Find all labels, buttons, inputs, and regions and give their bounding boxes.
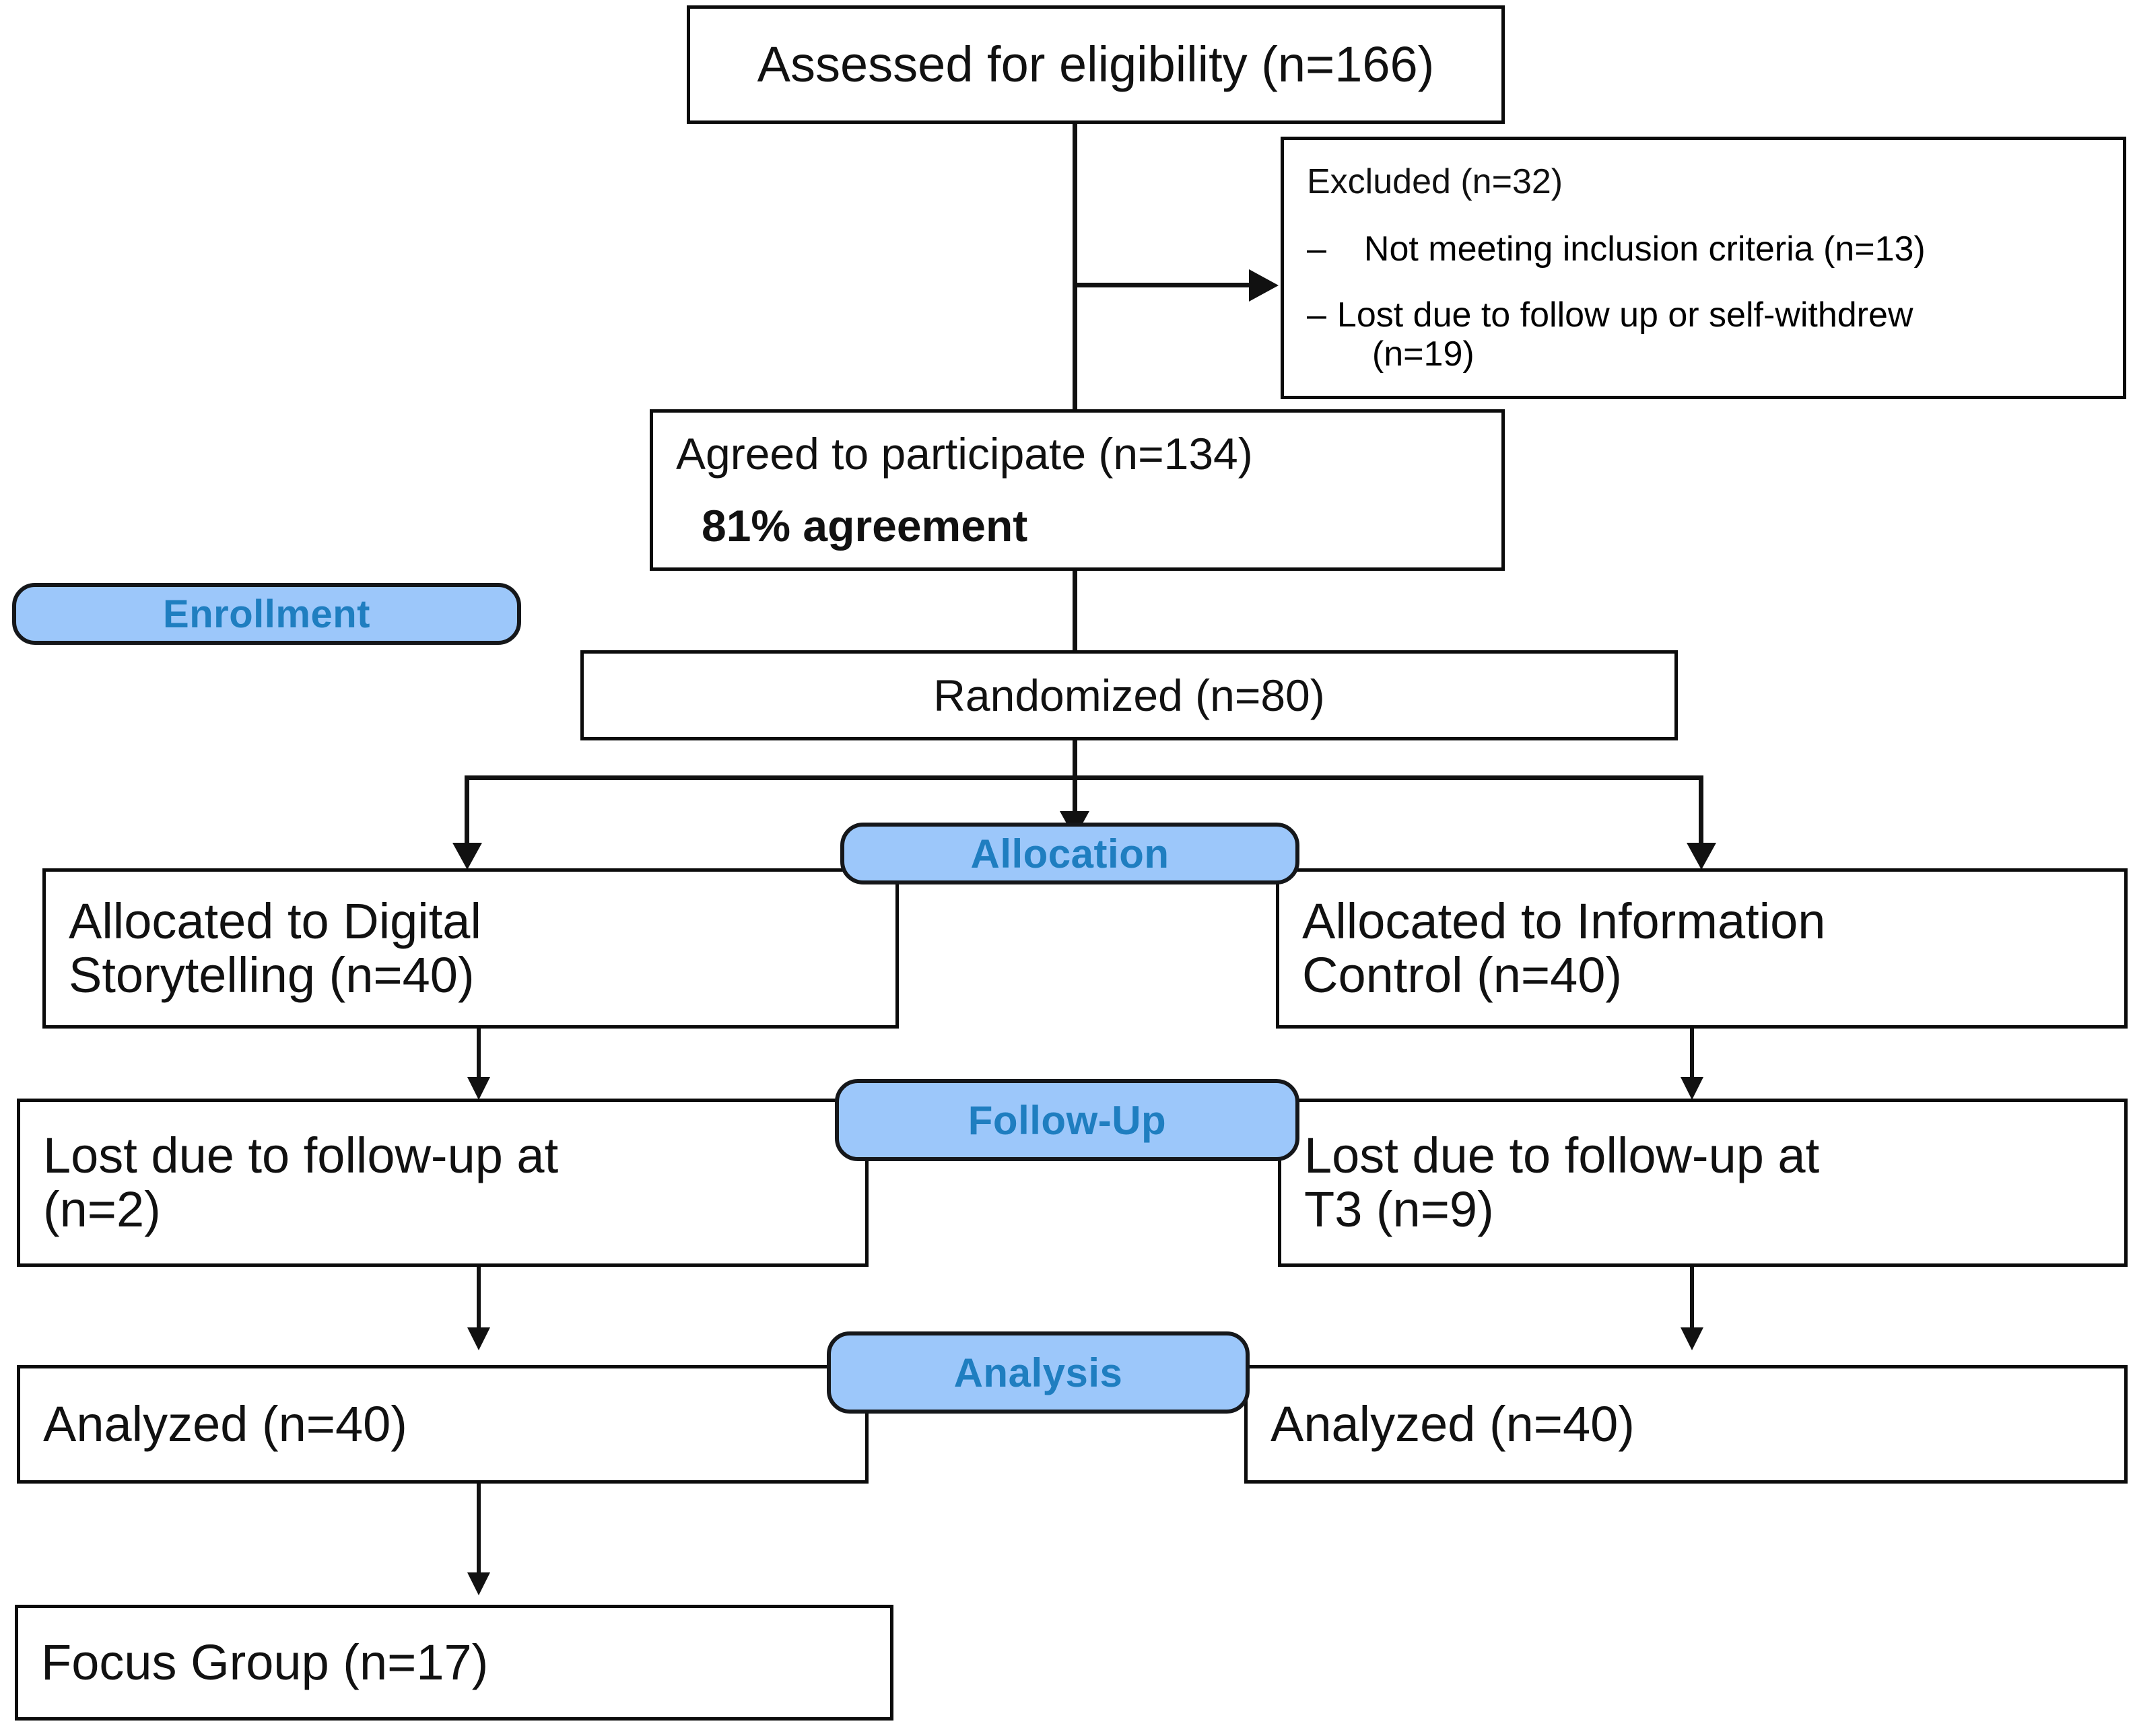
stage-badge-analysis-label: Analysis: [953, 1350, 1123, 1395]
box-lost-followup-right: Lost due to follow-up at T3 (n=9): [1278, 1099, 2128, 1267]
box-agreed-to-participate: Agreed to participate (n=134) 81% agreem…: [650, 409, 1505, 571]
arrowhead-alloc-right: [1687, 843, 1716, 870]
arrowhead-to-excluded: [1249, 269, 1279, 302]
connector-agreed-to-randomized: [1073, 571, 1077, 650]
connector-analyzedleft-to-focusgroup: [477, 1482, 481, 1582]
box-assessed-for-eligibility: Assessed for eligibility (n=166): [687, 5, 1505, 124]
box-randomized: Randomized (n=80): [580, 650, 1678, 740]
followup-left-line2: (n=2): [43, 1181, 161, 1237]
connector-followupright-to-analyzedright: [1690, 1267, 1694, 1341]
alloc-right-line1: Allocated to Information: [1302, 893, 1826, 950]
box-allocated-information-control: Allocated to Information Control (n=40): [1276, 868, 2128, 1029]
excluded-item-0: – Not meeting inclusion criteria (n=13): [1307, 230, 2107, 269]
analyzed-right-text: Analyzed (n=40): [1270, 1396, 1635, 1453]
box-excluded: Excluded (n=32) – Not meeting inclusion …: [1281, 137, 2126, 399]
connector-allocright-to-followupright: [1690, 1029, 1694, 1090]
connector-to-excluded: [1075, 283, 1251, 287]
analyzed-left-text: Analyzed (n=40): [43, 1396, 407, 1453]
box-analyzed-left: Analyzed (n=40): [17, 1365, 869, 1484]
arrowhead-followup-left: [467, 1077, 490, 1100]
arrowhead-analyzed-right: [1681, 1327, 1703, 1350]
alloc-left-line2: Storytelling (n=40): [69, 947, 475, 1003]
box-lost-followup-left: Lost due to follow-up at (n=2): [17, 1099, 869, 1267]
agreed-line1: Agreed to participate (n=134): [676, 429, 1253, 479]
connector-followupleft-to-analyzedleft: [477, 1267, 481, 1341]
box-allocated-digital-storytelling: Allocated to Digital Storytelling (n=40): [42, 868, 899, 1029]
focus-group-text: Focus Group (n=17): [41, 1634, 489, 1691]
alloc-right-line2: Control (n=40): [1302, 947, 1623, 1003]
arrowhead-focus-group: [467, 1572, 490, 1595]
excluded-title: Excluded (n=32): [1307, 162, 1563, 201]
randomized-text: Randomized (n=80): [933, 670, 1325, 720]
followup-right-line1: Lost due to follow-up at: [1304, 1127, 1820, 1184]
connector-randomized-down: [1073, 740, 1077, 835]
alloc-left-line1: Allocated to Digital: [69, 893, 481, 950]
excluded-item-1-text-wrap: Lost due to follow up or self-withdrew (…: [1337, 296, 1913, 374]
connector-allocleft-to-followupleft: [477, 1029, 481, 1090]
connector-assessed-to-agreed: [1073, 123, 1077, 411]
box-focus-group: Focus Group (n=17): [15, 1605, 893, 1721]
stage-badge-allocation-label: Allocation: [970, 831, 1170, 876]
excluded-item-0-text: Not meeting inclusion criteria (n=13): [1363, 229, 1926, 269]
connector-split-right: [1699, 775, 1703, 858]
box-analyzed-right: Analyzed (n=40): [1244, 1365, 2128, 1484]
excluded-item-1-text: Lost due to follow up or self-withdrew: [1336, 296, 1913, 335]
arrowhead-analyzed-left: [467, 1327, 490, 1350]
stage-badge-enrollment: Enrollment: [12, 583, 521, 645]
stage-badge-analysis: Analysis: [827, 1331, 1250, 1414]
stage-badge-allocation: Allocation: [840, 823, 1299, 884]
connector-split-left: [465, 775, 469, 858]
excluded-item-1: – Lost due to follow up or self-withdrew…: [1307, 296, 2107, 374]
followup-left-line1: Lost due to follow-up at: [43, 1127, 559, 1184]
excluded-item-1-dash: –: [1307, 296, 1326, 335]
arrowhead-alloc-left: [452, 843, 482, 870]
stage-badge-enrollment-label: Enrollment: [163, 592, 370, 636]
followup-right-line2: T3 (n=9): [1304, 1181, 1494, 1237]
agreed-line2: 81% agreement: [702, 501, 1028, 551]
arrowhead-followup-right: [1681, 1077, 1703, 1100]
stage-badge-followup-label: Follow-Up: [968, 1097, 1167, 1143]
stage-badge-followup: Follow-Up: [835, 1079, 1299, 1161]
excluded-item-0-dash: –: [1307, 229, 1326, 269]
connector-split-bar: [465, 775, 1703, 780]
assessed-text: Assessed for eligibility (n=166): [757, 36, 1435, 93]
excluded-item-1-text2: (n=19): [1371, 335, 1475, 374]
